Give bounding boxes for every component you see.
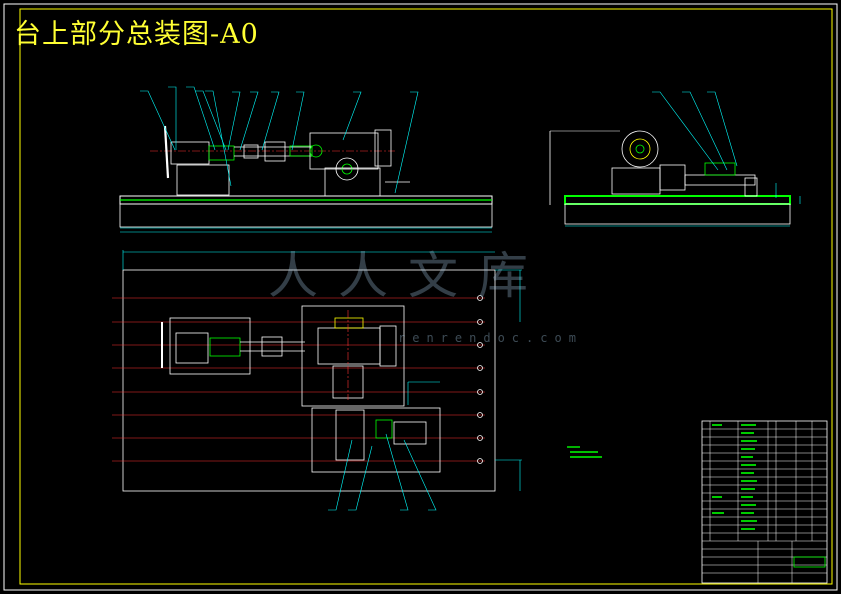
top-view-leaders xyxy=(328,433,437,511)
front-view-leaders xyxy=(140,86,419,194)
drawing-title: 台上部分总装图-A0 xyxy=(14,19,259,50)
front-view xyxy=(119,125,493,233)
technical-notes xyxy=(567,446,602,458)
top-view xyxy=(112,250,522,492)
side-view-leaders xyxy=(652,91,738,171)
watermark-url: renrendoc.com xyxy=(398,331,583,345)
watermark-text: 人人文库 xyxy=(268,247,548,305)
title-block xyxy=(701,420,828,584)
sheet-border-outer xyxy=(3,3,838,591)
side-view xyxy=(549,130,801,227)
drawing-frame xyxy=(19,8,833,585)
